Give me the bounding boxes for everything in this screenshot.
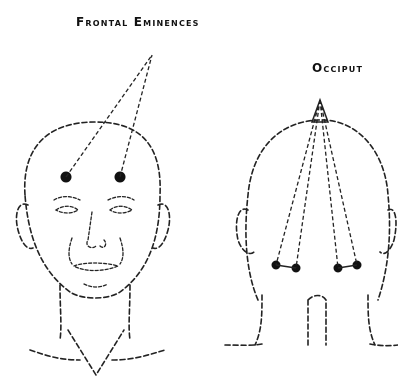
right-cheek-line — [120, 238, 123, 264]
back-shoulder-right — [370, 344, 398, 346]
front-collar-right — [112, 350, 165, 360]
back-head — [225, 100, 398, 346]
mouth — [74, 263, 118, 271]
front-neck-v — [68, 330, 124, 375]
back-shoulder-left — [225, 344, 262, 345]
back-neck-center — [308, 296, 326, 346]
back-head-outline — [246, 120, 390, 300]
occiput-pointer-4 — [320, 100, 357, 265]
front-right-ear — [153, 204, 170, 248]
back-neck-left — [255, 295, 262, 345]
occiput-pointer-1 — [276, 100, 320, 265]
chin-line — [84, 284, 108, 287]
front-face — [16, 55, 169, 375]
front-neck-left — [60, 285, 61, 340]
right-eyebrow — [108, 197, 134, 200]
left-eye — [56, 206, 78, 213]
left-cheek-line — [69, 238, 72, 264]
occiput-pointer-3 — [320, 100, 338, 268]
frontal-pointer-left — [66, 55, 152, 177]
front-head-outline — [25, 122, 160, 298]
front-left-ear — [16, 204, 33, 248]
left-eyebrow — [54, 197, 80, 200]
back-neck-right — [368, 295, 375, 345]
front-neck-right — [129, 285, 130, 340]
nose — [87, 212, 106, 248]
occiput-pointer-2 — [296, 100, 320, 268]
back-left-ear — [236, 209, 254, 253]
front-collar-left — [30, 350, 80, 360]
frontal-pointer-right — [120, 55, 152, 177]
right-eye — [110, 206, 132, 213]
